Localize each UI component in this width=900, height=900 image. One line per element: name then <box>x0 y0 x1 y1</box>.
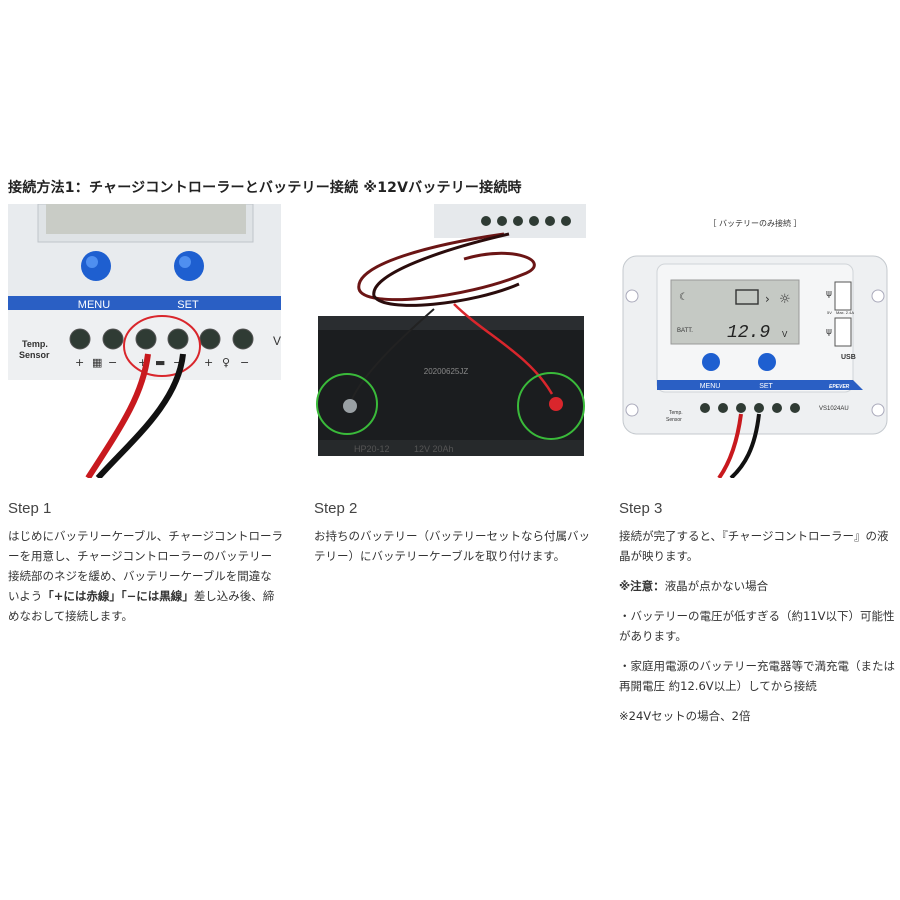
step3-section: Step 3 接続が完了すると、『チャージコントローラー』の液晶が映ります。 ※… <box>619 500 895 726</box>
set-label-3: SET <box>759 383 773 390</box>
highlight-circle <box>123 315 201 377</box>
step2-text: お持ちのバッテリー（バッテリーセットなら付属バッテリー）にバッテリーケーブルを取… <box>314 529 590 563</box>
step2-section: Step 2 お持ちのバッテリー（バッテリーセットなら付属バッテリー）にバッテリ… <box>314 500 592 566</box>
step3-item2: ・家庭用電源のバッテリー充電器等で満充電（または再開電圧 約12.6V以上）して… <box>619 659 895 693</box>
svg-text:−: − <box>173 356 182 369</box>
step3-item3: ※24Vセットの場合、2倍 <box>619 709 751 723</box>
step3-label: Step 3 <box>619 500 663 517</box>
svg-text:+: + <box>204 356 213 369</box>
lcd-voltage: 12.9 <box>727 323 770 343</box>
page-title: 接続方法1：チャージコントローラーとバッテリー接続 ※12Vバッテリー接続時 <box>8 177 522 197</box>
controller-closeup-illustration: MENU SET Temp. Sensor V + ▦ − + ▬ − + ♀ … <box>8 204 281 478</box>
model-cut-label: V <box>273 334 281 348</box>
step3-caution: ※注意：液晶が点かない場合 <box>619 579 769 593</box>
battery-illustration: 20200625JZ HP20-12 12V 20Ah <box>314 204 586 478</box>
brand-label: EPEVER <box>829 384 850 390</box>
svg-text:▦: ▦ <box>92 356 102 369</box>
step1-section: Step 1 はじめにバッテリーケーブル、チャージコントローラーを用意し、チャー… <box>8 500 283 626</box>
battery-spec: 12V 20Ah <box>414 444 454 454</box>
step2-label: Step 2 <box>314 500 358 517</box>
step3-photo: ［ バッテリーのみ接続 ］ ☾ › ☼ BATT. 12.9 V ψ ψ 5V … <box>619 204 892 478</box>
battery-code: 20200625JZ <box>424 367 469 376</box>
svg-text:ψ: ψ <box>826 289 832 299</box>
set-label: SET <box>177 299 199 311</box>
svg-text:›: › <box>765 292 770 306</box>
svg-text:+: + <box>75 356 84 369</box>
temp-label-1: Temp. <box>22 339 48 349</box>
svg-text:☾: ☾ <box>679 292 688 303</box>
sun-icon: ☼ <box>779 292 791 307</box>
step1-photo: MENU SET Temp. Sensor V + ▦ − + ▬ − + ♀ … <box>8 204 281 478</box>
temp-label-2: Sensor <box>19 350 50 360</box>
svg-text:ψ: ψ <box>826 327 832 337</box>
menu-label-3: MENU <box>700 383 721 390</box>
negative-terminal-highlight <box>316 373 378 435</box>
step1-bold: 「+には赤線」「−には黒線」 <box>42 589 194 603</box>
step3-text: 接続が完了すると、『チャージコントローラー』の液晶が映ります。 <box>619 529 889 563</box>
temp-label-3b: Sensor <box>666 417 682 423</box>
temp-label-3a: Temp. <box>669 410 683 416</box>
usb-max: Max. 2.4A <box>836 310 854 315</box>
usb-label: USB <box>841 354 856 361</box>
lcd-volt-unit: V <box>782 330 788 339</box>
model-label: VS1024AU <box>819 406 849 412</box>
svg-text:▬: ▬ <box>155 356 165 369</box>
battery-model: HP20-12 <box>354 444 390 454</box>
positive-terminal-highlight <box>517 372 585 440</box>
title-note: ※12Vバッテリー接続時 <box>363 180 522 196</box>
terminal-screws <box>69 328 254 350</box>
step1-label: Step 1 <box>8 500 52 517</box>
step1-text: はじめにバッテリーケーブル、チャージコントローラーを用意し、チャージコントローラ… <box>8 529 283 623</box>
svg-text:♀: ♀ <box>222 356 230 369</box>
menu-label: MENU <box>78 299 110 311</box>
step2-photo: 20200625JZ HP20-12 12V 20Ah <box>314 204 586 478</box>
step3-item1: ・バッテリーの電圧が低すぎる（約11V以下）可能性があります。 <box>619 609 895 643</box>
controller-full-illustration: ［ バッテリーのみ接続 ］ ☾ › ☼ BATT. 12.9 V ψ ψ 5V … <box>619 204 892 478</box>
svg-text:−: − <box>108 356 117 369</box>
usb-5v: 5V <box>827 310 832 315</box>
svg-text:+: + <box>138 356 147 369</box>
panel-caption: ［ バッテリーのみ接続 ］ <box>708 218 801 228</box>
svg-text:−: − <box>240 356 249 369</box>
batt-label: BATT. <box>677 328 693 334</box>
title-main: 接続方法1：チャージコントローラーとバッテリー接続 <box>8 180 359 196</box>
